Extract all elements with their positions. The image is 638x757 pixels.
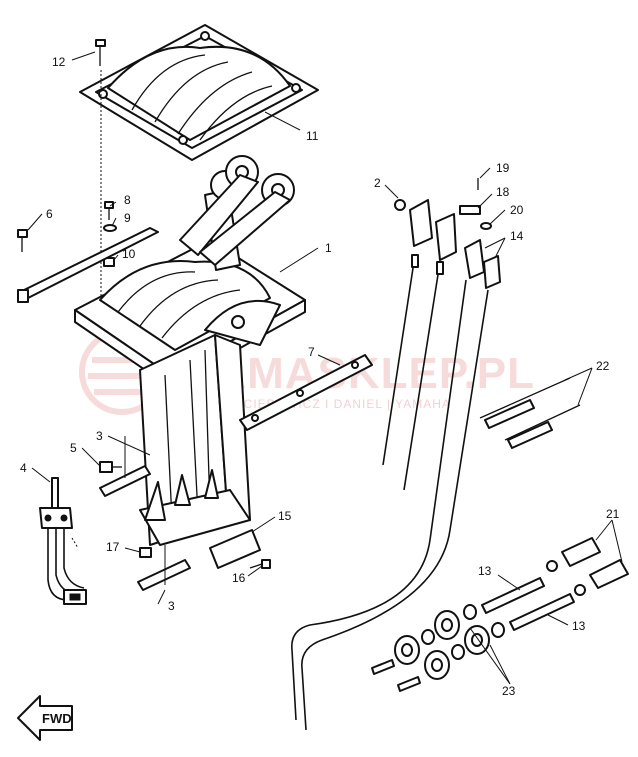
callout-10: 10 bbox=[122, 247, 136, 261]
callout-19: 19 bbox=[496, 161, 510, 175]
callout-20: 20 bbox=[510, 203, 524, 217]
leader-lines bbox=[27, 51, 623, 685]
callout-labels: 12 11 8 9 6 10 1 2 19 18 20 14 7 22 3 5 … bbox=[20, 55, 620, 698]
part-8-bolt bbox=[104, 201, 114, 220]
callout-7: 7 bbox=[308, 345, 315, 359]
part-22-cable-ends bbox=[479, 377, 581, 449]
callout-15: 15 bbox=[278, 509, 292, 523]
part-18-clevis-pin bbox=[459, 205, 481, 215]
callout-12: 12 bbox=[52, 55, 66, 69]
callout-16: 16 bbox=[232, 571, 246, 585]
part-14-clevises bbox=[464, 239, 501, 289]
part-2-cable-bracket bbox=[394, 199, 457, 261]
part-7-bracket bbox=[239, 354, 373, 431]
callout-14: 14 bbox=[510, 229, 524, 243]
fwd-label: FWD bbox=[42, 711, 72, 726]
callout-22: 22 bbox=[596, 359, 610, 373]
part-4-switch-harness bbox=[39, 477, 87, 605]
callout-11: 11 bbox=[306, 129, 319, 143]
part-20-washer bbox=[480, 222, 492, 230]
bracket-left bbox=[17, 227, 159, 303]
callout-2: 2 bbox=[374, 176, 381, 190]
part-21-connectors bbox=[546, 537, 629, 596]
callout-23: 23 bbox=[502, 684, 516, 698]
part-23-grommets bbox=[371, 604, 505, 692]
callout-8: 8 bbox=[124, 193, 131, 207]
part-9-washer bbox=[103, 224, 117, 232]
callout-13-lower: 13 bbox=[572, 619, 586, 633]
part-3-plate-upper bbox=[99, 436, 151, 497]
part-16-bolt bbox=[249, 559, 271, 569]
callout-4: 4 bbox=[20, 461, 27, 475]
callout-5: 5 bbox=[70, 441, 77, 455]
callout-17: 17 bbox=[106, 540, 120, 554]
callout-3-lower: 3 bbox=[168, 599, 175, 613]
part-11-top-cover bbox=[79, 24, 319, 161]
part-17-nut bbox=[139, 547, 152, 558]
part-12-screw bbox=[95, 39, 106, 300]
callout-21: 21 bbox=[606, 507, 620, 521]
callout-13-upper: 13 bbox=[478, 564, 492, 578]
fwd-direction-arrow-icon: FWD bbox=[17, 695, 73, 741]
callout-18: 18 bbox=[496, 185, 510, 199]
callout-3-upper: 3 bbox=[96, 429, 103, 443]
callout-6: 6 bbox=[46, 207, 53, 221]
part-13-rods bbox=[481, 577, 575, 631]
callout-1: 1 bbox=[325, 241, 332, 255]
part-1-control-housing bbox=[74, 155, 306, 546]
part-6-bolt bbox=[17, 229, 28, 252]
callout-9: 9 bbox=[124, 211, 131, 225]
part-15-bracket bbox=[209, 529, 261, 569]
part-3-plate-lower bbox=[137, 545, 191, 591]
part-10-nut bbox=[103, 257, 115, 267]
part-5-nut bbox=[99, 461, 122, 473]
control-cables bbox=[291, 254, 489, 731]
